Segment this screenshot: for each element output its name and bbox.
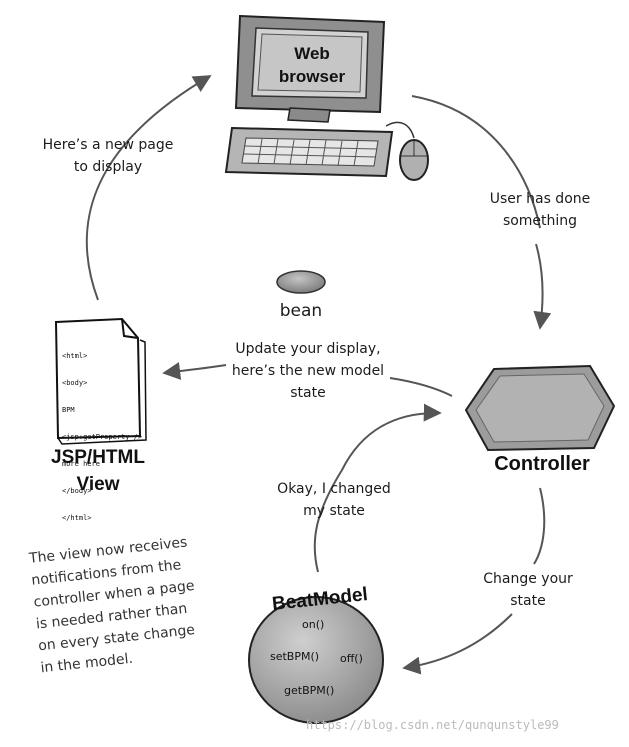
label-new-page: Here’s a new page to display [28, 134, 188, 178]
method-on: on() [302, 618, 325, 631]
code-line: </html> [62, 514, 92, 522]
code-line: more here [62, 460, 100, 468]
code-line: <body> [62, 379, 88, 387]
code-line: </body> [62, 487, 92, 495]
label-user-action-line1: User has done [489, 191, 591, 207]
view-label-line1: JSP/HTML [51, 447, 145, 468]
bean-label: bean [279, 301, 323, 321]
label-state-changed-line2: my state [303, 503, 365, 519]
arrow-model-to-controller-upper [341, 403, 442, 471]
label-change-state-line2: state [510, 593, 546, 609]
label-user-action-line2: something [502, 213, 578, 229]
label-update-display-line2: here’s the new model [231, 363, 385, 379]
arrow-controller-to-view-tail [389, 377, 453, 397]
arrow-controller-to-model-lower [402, 613, 513, 675]
arrow-model-to-controller-lower [313, 469, 343, 573]
arrow-view-to-browser [85, 75, 212, 301]
keyboard-icon [224, 126, 394, 178]
beat-model-sphere-icon [248, 596, 384, 724]
jsp-document-icon [54, 317, 147, 445]
code-line: <jsp:getProperty /> [62, 433, 143, 441]
label-state-changed: Okay, I changed my state [262, 478, 406, 522]
label-new-page-line2: to display [73, 159, 143, 175]
arrow-controller-to-model-upper [533, 487, 546, 565]
view-label: JSP/HTML View [28, 444, 168, 498]
bean-icon [276, 270, 326, 294]
label-change-state: Change your state [470, 568, 586, 612]
view-label-line2: View [76, 474, 120, 495]
label-update-display: Update your display, here’s the new mode… [218, 338, 398, 404]
method-off: off() [340, 652, 363, 665]
controller-label: Controller [494, 453, 590, 475]
web-browser-label-line1: Web [294, 44, 330, 63]
label-user-action: User has done something [472, 188, 608, 232]
jsp-code-block: <html> <body> BPM <jsp:getProperty /> mo… [62, 334, 142, 532]
code-line: <html> [62, 352, 88, 360]
arrow-browser-to-controller-upper [411, 95, 541, 229]
method-getbpm: getBPM() [284, 684, 335, 697]
side-note: The view now receives notifications from… [28, 531, 202, 679]
code-line: BPM [62, 406, 75, 414]
web-browser-label-line2: browser [278, 67, 346, 86]
mouse-icon [385, 121, 429, 181]
method-setbpm: setBPM() [270, 650, 320, 663]
arrow-browser-to-controller-lower [533, 243, 552, 330]
arrow-controller-to-view [162, 362, 227, 380]
label-update-display-line1: Update your display, [235, 341, 381, 357]
label-update-display-line3: state [290, 385, 326, 401]
label-new-page-line1: Here’s a new page [42, 137, 174, 153]
label-state-changed-line1: Okay, I changed [277, 481, 391, 497]
label-change-state-line1: Change your [483, 571, 573, 587]
controller-hexagon-icon [464, 364, 616, 452]
web-browser-monitor-icon [234, 14, 386, 123]
watermark: https://blog.csdn.net/qunqunstyle99 [306, 718, 559, 732]
web-browser-label: Web browser [264, 42, 360, 88]
